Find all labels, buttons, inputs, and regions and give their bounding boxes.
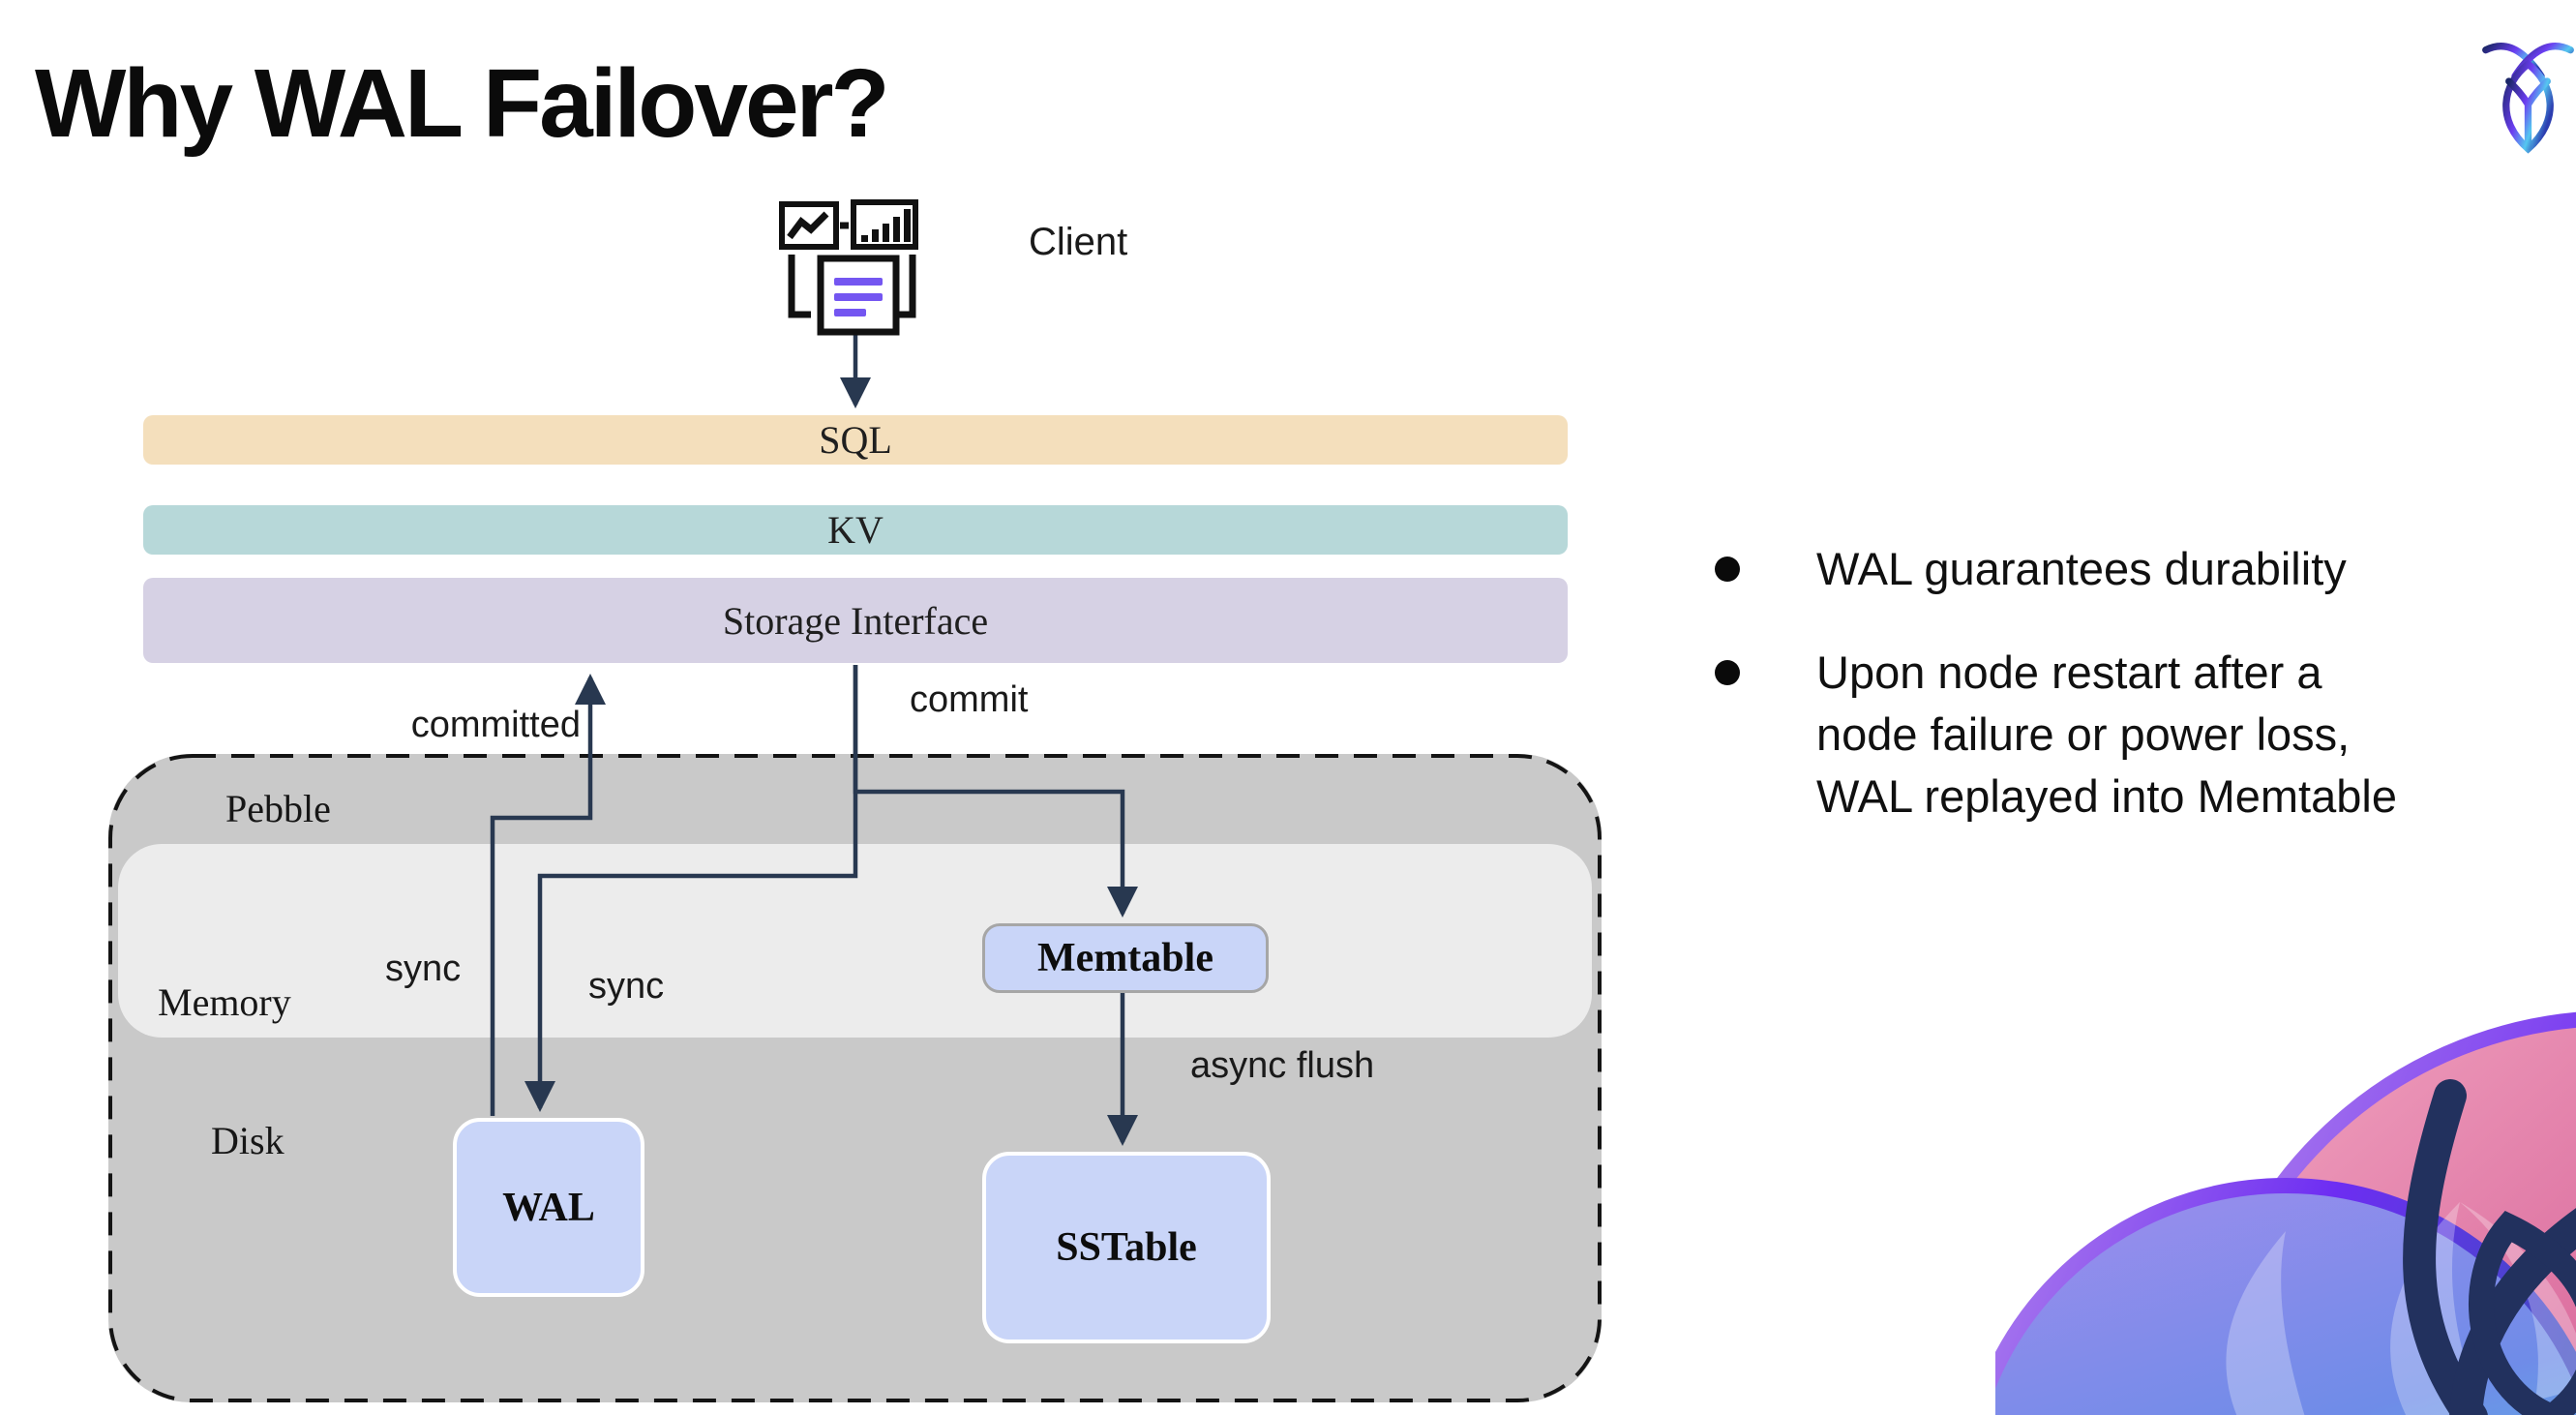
sync-label-left: sync <box>385 948 462 989</box>
bullet-item: WAL guarantees durability <box>1715 538 2566 600</box>
bullet-item: Upon node restart after a node failure o… <box>1715 642 2566 828</box>
bullet-line: node failure or power loss, <box>1816 708 2351 760</box>
client-bracket-right-icon <box>893 255 916 318</box>
committed-label: committed <box>410 705 581 745</box>
layer-storage-interface-label: Storage Interface <box>722 598 989 643</box>
sstable-node-label: SSTable <box>1056 1225 1197 1270</box>
layer-sql: SQL <box>143 415 1568 465</box>
bullet-line: WAL replayed into Memtable <box>1816 770 2397 822</box>
cockroachdb-logo-icon <box>2482 43 2574 154</box>
client-linechart-window-icon <box>779 201 839 250</box>
client-linechart-icon <box>787 211 829 240</box>
bullet-dot-icon <box>1715 660 1740 685</box>
page-title: Why WAL Failover? <box>35 49 890 158</box>
sstable-node: SSTable <box>982 1152 1271 1343</box>
memtable-node-label: Memtable <box>1037 936 1213 980</box>
client-label: Client <box>1029 221 1128 263</box>
layer-kv-label: KV <box>827 508 884 552</box>
disk-label: Disk <box>211 1119 285 1162</box>
brand-corner-artwork <box>1995 1011 2576 1415</box>
bullet-dot-icon <box>1715 557 1740 582</box>
client-barchart-icon <box>861 209 911 242</box>
commit-label: commit <box>910 679 1029 720</box>
layer-storage-interface: Storage Interface <box>143 578 1568 663</box>
bullet-line: WAL guarantees durability <box>1816 543 2347 594</box>
pebble-label: Pebble <box>225 787 331 830</box>
wal-node-label: WAL <box>502 1185 595 1230</box>
layer-sql-label: SQL <box>819 418 892 462</box>
client-icon <box>779 199 918 336</box>
sync-label-right: sync <box>588 966 665 1007</box>
client-document-lines-icon <box>834 278 883 316</box>
async-flush-label: async flush <box>1190 1045 1375 1086</box>
corner-navy-glyph <box>2403 1079 2576 1415</box>
memory-region <box>118 844 1592 1038</box>
memtable-node: Memtable <box>982 923 1269 993</box>
client-document-icon <box>817 255 900 336</box>
memory-label: Memory <box>158 980 291 1024</box>
client-bracket-left-icon <box>788 255 811 318</box>
bullet-line: Upon node restart after a <box>1816 647 2322 698</box>
layer-kv: KV <box>143 505 1568 555</box>
bullet-list: WAL guarantees durability Upon node rest… <box>1715 538 2566 869</box>
logo-inner-y <box>2505 77 2551 151</box>
wal-node: WAL <box>453 1118 644 1297</box>
